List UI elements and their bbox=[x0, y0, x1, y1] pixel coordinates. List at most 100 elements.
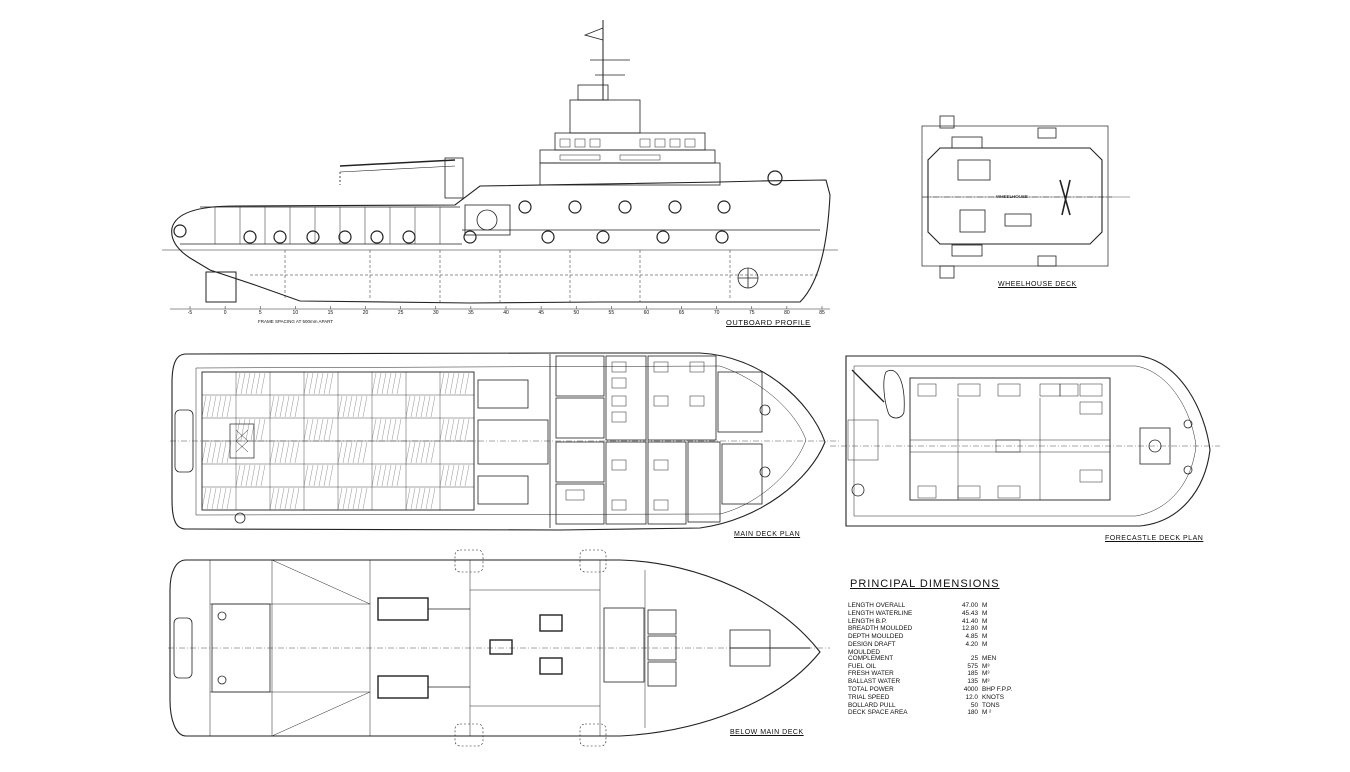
deck-hatch-line bbox=[328, 372, 334, 395]
deck-hatch-line bbox=[337, 441, 343, 464]
deck-hatch-line bbox=[269, 441, 275, 464]
deck-hatch-line bbox=[449, 418, 455, 441]
deck-hatch-line bbox=[328, 418, 334, 441]
dimension-value: 4.20 bbox=[965, 640, 978, 648]
dimension-name: BREADTH MOULDED bbox=[848, 625, 913, 633]
deck-hatch-line bbox=[396, 418, 402, 441]
dimension-unit: TONS bbox=[982, 701, 1000, 709]
deck-hatch-line bbox=[352, 395, 358, 418]
deck-hatch-line bbox=[245, 372, 251, 395]
deck-hatch-line bbox=[357, 487, 363, 510]
deck-hatch-line bbox=[303, 464, 309, 487]
dimension-unit: MEN bbox=[982, 654, 997, 662]
deck-hatch-line bbox=[216, 487, 222, 510]
frame-number-label: 25 bbox=[398, 310, 404, 316]
deck-hatch-line bbox=[211, 487, 217, 510]
dimension-unit: M³ bbox=[982, 662, 990, 670]
deck-hatch-line bbox=[255, 464, 261, 487]
deck-hatch-line bbox=[391, 418, 397, 441]
deck-hatch-line bbox=[337, 487, 343, 510]
deck-hatch-line bbox=[303, 372, 309, 395]
deck-hatch-line bbox=[381, 418, 387, 441]
deck-hatch-line bbox=[308, 464, 314, 487]
deck-hatch-line bbox=[405, 487, 411, 510]
deck-hatch-line bbox=[294, 395, 300, 418]
dimension-value: 12.80 bbox=[962, 625, 978, 633]
dimension-name: BALLAST WATER bbox=[848, 678, 901, 686]
dimension-unit: M ² bbox=[982, 709, 992, 717]
frame-number-label: 5 bbox=[259, 310, 262, 316]
deck-hatch-line bbox=[371, 418, 377, 441]
deck-hatch-line bbox=[284, 395, 290, 418]
dimension-unit: M bbox=[982, 633, 988, 641]
deck-hatch-line bbox=[352, 487, 358, 510]
dimension-name: TRIAL SPEED bbox=[848, 693, 890, 701]
deck-hatch-line bbox=[289, 441, 295, 464]
outboard-profile-drawing bbox=[162, 20, 838, 310]
deck-hatch-line bbox=[376, 464, 382, 487]
deck-hatch-line bbox=[313, 418, 319, 441]
dimension-value: 41.40 bbox=[962, 617, 978, 625]
deck-hatch-line bbox=[235, 464, 241, 487]
forecastle-deck-plan-title: FORECASTLE DECK PLAN bbox=[1105, 535, 1204, 542]
deck-hatch-line bbox=[454, 418, 460, 441]
deck-hatch-line bbox=[464, 372, 470, 395]
deck-hatch-line bbox=[439, 418, 445, 441]
deck-hatch-line bbox=[347, 487, 353, 510]
frame-number-label: 60 bbox=[644, 310, 650, 316]
deck-hatch-line bbox=[289, 395, 295, 418]
deck-hatch-line bbox=[226, 487, 232, 510]
deck-hatch-line bbox=[240, 372, 246, 395]
deck-hatch-line bbox=[405, 441, 411, 464]
deck-hatch-line bbox=[211, 441, 217, 464]
deck-hatch-line bbox=[201, 441, 207, 464]
deck-hatch-line bbox=[362, 395, 368, 418]
deck-hatch-line bbox=[420, 487, 426, 510]
deck-hatch-line bbox=[357, 441, 363, 464]
dimension-name: FUEL OIL bbox=[848, 662, 877, 670]
dimension-unit: M³ bbox=[982, 678, 990, 686]
deck-hatch-line bbox=[226, 395, 232, 418]
deck-hatch-line bbox=[323, 464, 329, 487]
dimension-value: 12.0 bbox=[965, 693, 978, 701]
deck-hatch-line bbox=[318, 418, 324, 441]
deck-hatch-line bbox=[308, 372, 314, 395]
deck-hatch-line bbox=[391, 464, 397, 487]
deck-hatch-line bbox=[206, 395, 212, 418]
dimension-unit: M bbox=[982, 617, 988, 625]
deck-hatch-line bbox=[235, 372, 241, 395]
deck-hatch-line bbox=[274, 441, 280, 464]
wheelhouse-deck-drawing bbox=[921, 115, 1130, 279]
deck-hatch-line bbox=[279, 441, 285, 464]
deck-hatch-line bbox=[430, 395, 436, 418]
deck-hatch-line bbox=[260, 418, 266, 441]
deck-hatch-line bbox=[342, 487, 348, 510]
dimension-name: COMPLEMENT bbox=[848, 654, 894, 662]
dimension-name: FRESH WATER bbox=[848, 670, 894, 678]
dimension-value: 180 bbox=[967, 709, 978, 717]
below-main-deck-drawing bbox=[168, 549, 830, 747]
dimension-value: 45.43 bbox=[962, 609, 978, 617]
deck-hatch-line bbox=[405, 395, 411, 418]
deck-hatch-line bbox=[279, 487, 285, 510]
deck-hatch-line bbox=[430, 441, 436, 464]
frame-number-label: 15 bbox=[328, 310, 334, 316]
deck-hatch-line bbox=[313, 464, 319, 487]
deck-hatch-line bbox=[454, 464, 460, 487]
deck-hatch-line bbox=[381, 372, 387, 395]
deck-hatch-line bbox=[250, 372, 256, 395]
deck-hatch-line bbox=[274, 395, 280, 418]
deck-hatch-line bbox=[386, 372, 392, 395]
deck-hatch-line bbox=[235, 418, 241, 441]
deck-hatch-line bbox=[269, 487, 275, 510]
